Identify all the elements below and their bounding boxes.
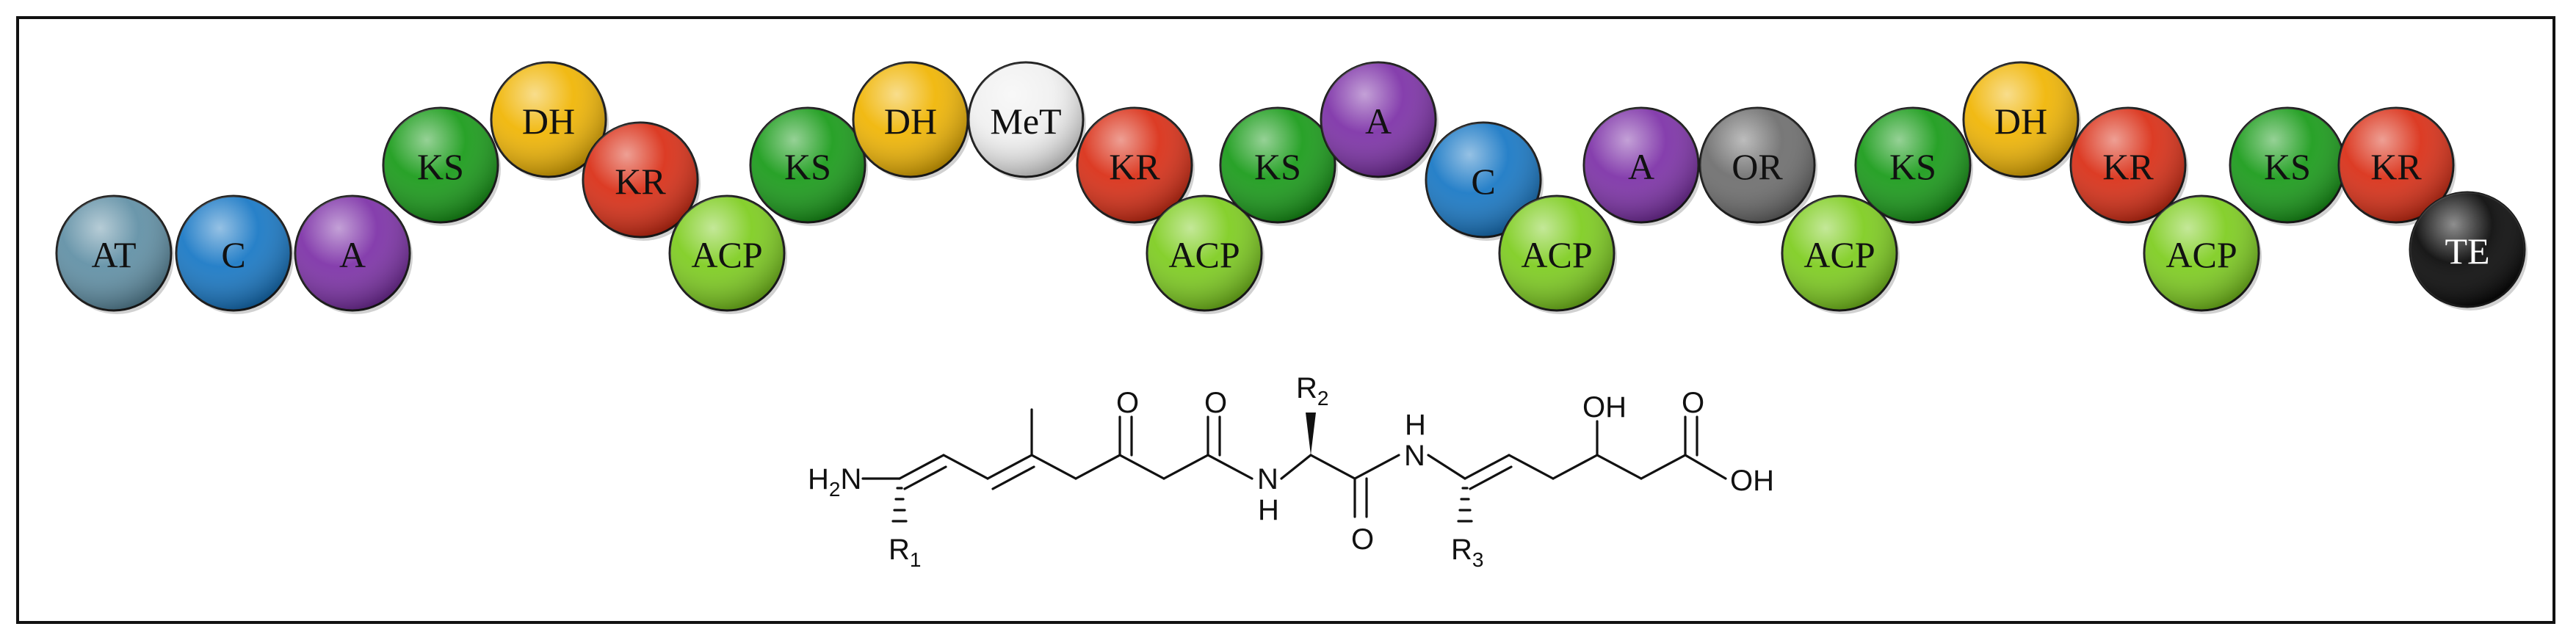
domain-c-15: C [1425,121,1544,241]
domain-label: OR [1732,146,1783,187]
amide2-oxygen: O [1351,523,1374,556]
sphere-highlight [2230,108,2345,222]
domain-ks-4: KS [382,106,501,226]
domain-label: C [1471,161,1495,202]
sphere-highlight [1499,196,1614,310]
domain-label: KS [1889,146,1936,187]
domain-acp-7: ACP [668,195,787,314]
domain-ks-24: KS [2229,106,2348,226]
sphere-highlight [57,196,171,310]
r2-substituent: R2 [1296,372,1328,410]
sphere-highlight [1856,108,1970,222]
domain-label: DH [1994,101,2047,142]
domain-at-1: AT [55,195,174,314]
sphere-highlight [969,62,1083,177]
domain-label: ACP [2166,234,2237,275]
domain-label: ACP [1168,234,1240,275]
domain-label: KR [615,161,666,202]
sphere-highlight [853,62,968,177]
amide2-hydrogen: H [1405,409,1426,441]
sphere-highlight [295,196,410,310]
sphere-highlight [1426,123,1541,237]
domain-or-18: OR [1698,106,1817,226]
amide1-hydrogen: H [1258,494,1279,526]
sphere-highlight [2071,108,2185,222]
domain-label: ACP [691,234,762,275]
sphere-highlight [2144,196,2259,310]
sphere-highlight [1584,108,1698,222]
domain-c-2: C [175,195,294,314]
sphere-highlight [1782,196,1897,310]
domain-a-14: A [1320,61,1439,181]
sphere-highlight [491,62,606,177]
domain-acp-12: ACP [1146,195,1265,314]
domain-acp-19: ACP [1781,195,1900,314]
domain-label: A [1628,146,1654,187]
domain-kr-22: KR [2069,106,2188,226]
ketone-oxygen: O [1116,387,1139,419]
sphere-highlight [670,196,784,310]
domain-label: MeT [990,101,1061,142]
sphere-highlight [1077,108,1192,222]
amide2-nitrogen: N [1404,440,1425,472]
domain-label: KR [2370,146,2422,187]
domain-acp-16: ACP [1498,195,1617,314]
domain-label: KS [784,146,831,187]
domain-ks-8: KS [749,106,868,226]
domain-dh-5: DH [490,61,609,181]
domain-label: ACP [1521,234,1592,275]
acid-hydroxyl: OH [1730,465,1774,497]
bond-skeleton [861,408,1727,523]
domain-label: KR [1109,146,1160,187]
hashed-bond-r3 [1457,487,1473,523]
sphere-highlight [750,108,865,222]
hydroxyl-group: OH [1582,391,1627,424]
sphere-highlight [1220,108,1335,222]
domain-label: DH [884,101,937,142]
domain-met-10: MeT [967,61,1086,181]
amide1-nitrogen: N [1257,463,1278,495]
domain-kr-25: KR [2337,106,2456,226]
domain-label: A [1365,101,1392,142]
r3-substituent: R3 [1451,534,1483,571]
domain-label: KS [2264,146,2311,187]
domain-label: KS [417,146,464,187]
domain-dh-9: DH [852,61,971,181]
hashed-bond-r1 [891,487,908,523]
sphere-highlight [1147,196,1262,310]
domain-acp-23: ACP [2143,195,2262,314]
chemical-structure: H2N R1 O O N H R2 O H N R3 OH O OH [808,372,1774,571]
wedge-bond-r2 [1306,413,1316,455]
domain-label: AT [91,234,136,275]
domain-a-17: A [1582,106,1701,226]
sphere-highlight [1700,108,1815,222]
domain-dh-21: DH [1962,61,2081,181]
domain-kr-11: KR [1076,106,1195,226]
domain-label: DH [522,101,575,142]
amide1-oxygen: O [1204,387,1227,419]
domain-ks-13: KS [1219,106,1338,226]
domain-chain: AT C A KS DH KR ACP KS DH MeT KR ACP KS A C ACP A OR ACP KS… [55,61,2528,314]
domain-label: ACP [1803,234,1875,275]
sphere-highlight [1321,62,1436,177]
sphere-highlight [583,123,698,237]
sphere-highlight [1964,62,2078,177]
amine-group: H2N [808,463,861,501]
sphere-highlight [2339,108,2453,222]
sphere-highlight [2410,192,2525,307]
atom-labels: H2N R1 O O N H R2 O H N R3 OH O OH [808,372,1774,571]
domain-label: TE [2445,230,2489,272]
acid-carbonyl-oxygen: O [1682,387,1704,419]
domain-label: KR [2102,146,2154,187]
sphere-highlight [176,196,291,310]
domain-label: C [221,234,245,275]
domain-label: A [339,234,366,275]
sphere-highlight [383,108,498,222]
domain-label: KS [1254,146,1301,187]
domain-kr-6: KR [582,121,701,241]
domain-a-3: A [294,195,413,314]
domain-te-26: TE [2409,191,2528,310]
r1-substituent: R1 [889,534,921,571]
domain-ks-20: KS [1854,106,1973,226]
